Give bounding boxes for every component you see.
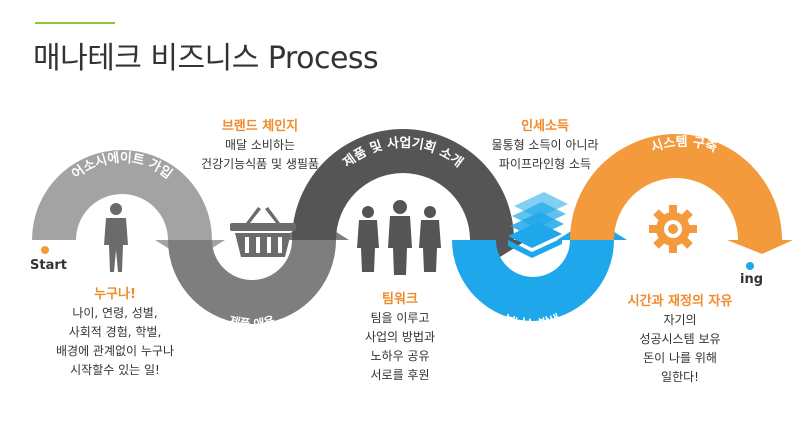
callout-freedom-line: 일한다! [661,370,699,384]
page-title: 매나테크 비즈니스 Process [33,41,379,76]
callout-teamwork-line: 노하우 공유 [370,349,430,363]
callout-income: 인세소득 물통형 소득이 아니라 파이프라인형 소득 [460,117,630,174]
title-accent-line [35,22,115,24]
callout-teamwork-line: 서로를 후원 [370,368,430,382]
money-stack-icon [508,192,568,258]
band-associate [32,150,225,262]
callout-anyone-line: 사회적 경험, 학벌, [68,325,162,339]
person-icon [104,203,128,272]
gear-icon [649,205,697,253]
callout-income-heading: 인세소득 [521,119,569,134]
start-dot [41,246,49,254]
band-label-bonus: 보너스 발생 [502,311,562,331]
band-bonus [452,218,627,321]
callout-anyone-line: 나이, 연령, 성별, [72,306,158,320]
band-product-use [168,218,349,324]
callout-freedom-heading: 시간과 재정의 자유 [627,294,733,309]
band-label-system: 시스템 구축 [649,135,719,156]
team-icon [357,200,441,275]
callout-income-line: 물통형 소득이 아니라 [491,138,599,152]
callout-income-line: 파이프라인형 소득 [498,157,592,171]
band-label-product-use: 제품 애용 [227,313,276,332]
callout-freedom-line: 성공시스템 보유 [639,332,721,346]
callout-brand-heading: 브랜드 체인지 [221,119,299,134]
basket-icon [230,207,296,257]
callout-brand-line: 매달 소비하는 [224,138,296,152]
callout-teamwork-line: 사업의 방법과 [364,330,436,344]
callout-freedom-line: 자기의 [663,313,697,327]
callout-freedom-line: 돈이 나를 위해 [643,351,717,365]
callout-teamwork-heading: 팀워크 [382,292,418,307]
start-label: Start [30,258,67,273]
callout-brand: 브랜드 체인지 매달 소비하는 건강기능식품 및 생필품 [185,117,335,174]
end-dot [746,262,754,270]
band-intro [292,129,527,262]
callout-anyone: 누구나! 나이, 연령, 성별, 사회적 경험, 학벌, 배경에 관계없이 누구… [40,285,190,380]
band-system [570,134,793,254]
callout-teamwork-line: 팀을 이루고 [370,311,430,325]
end-label: ing [740,272,764,287]
callout-anyone-line: 시작할수 있는 일! [70,363,160,377]
callout-teamwork: 팀워크 팀을 이루고 사업의 방법과 노하우 공유 서로를 후원 [330,290,470,385]
callout-brand-line: 건강기능식품 및 생필품 [200,157,320,171]
callout-freedom: 시간과 재정의 자유 자기의 성공시스템 보유 돈이 나를 위해 일한다! [605,292,755,387]
callout-anyone-line: 배경에 관계없이 누구나 [55,344,175,358]
callout-anyone-heading: 누구나! [94,287,136,302]
